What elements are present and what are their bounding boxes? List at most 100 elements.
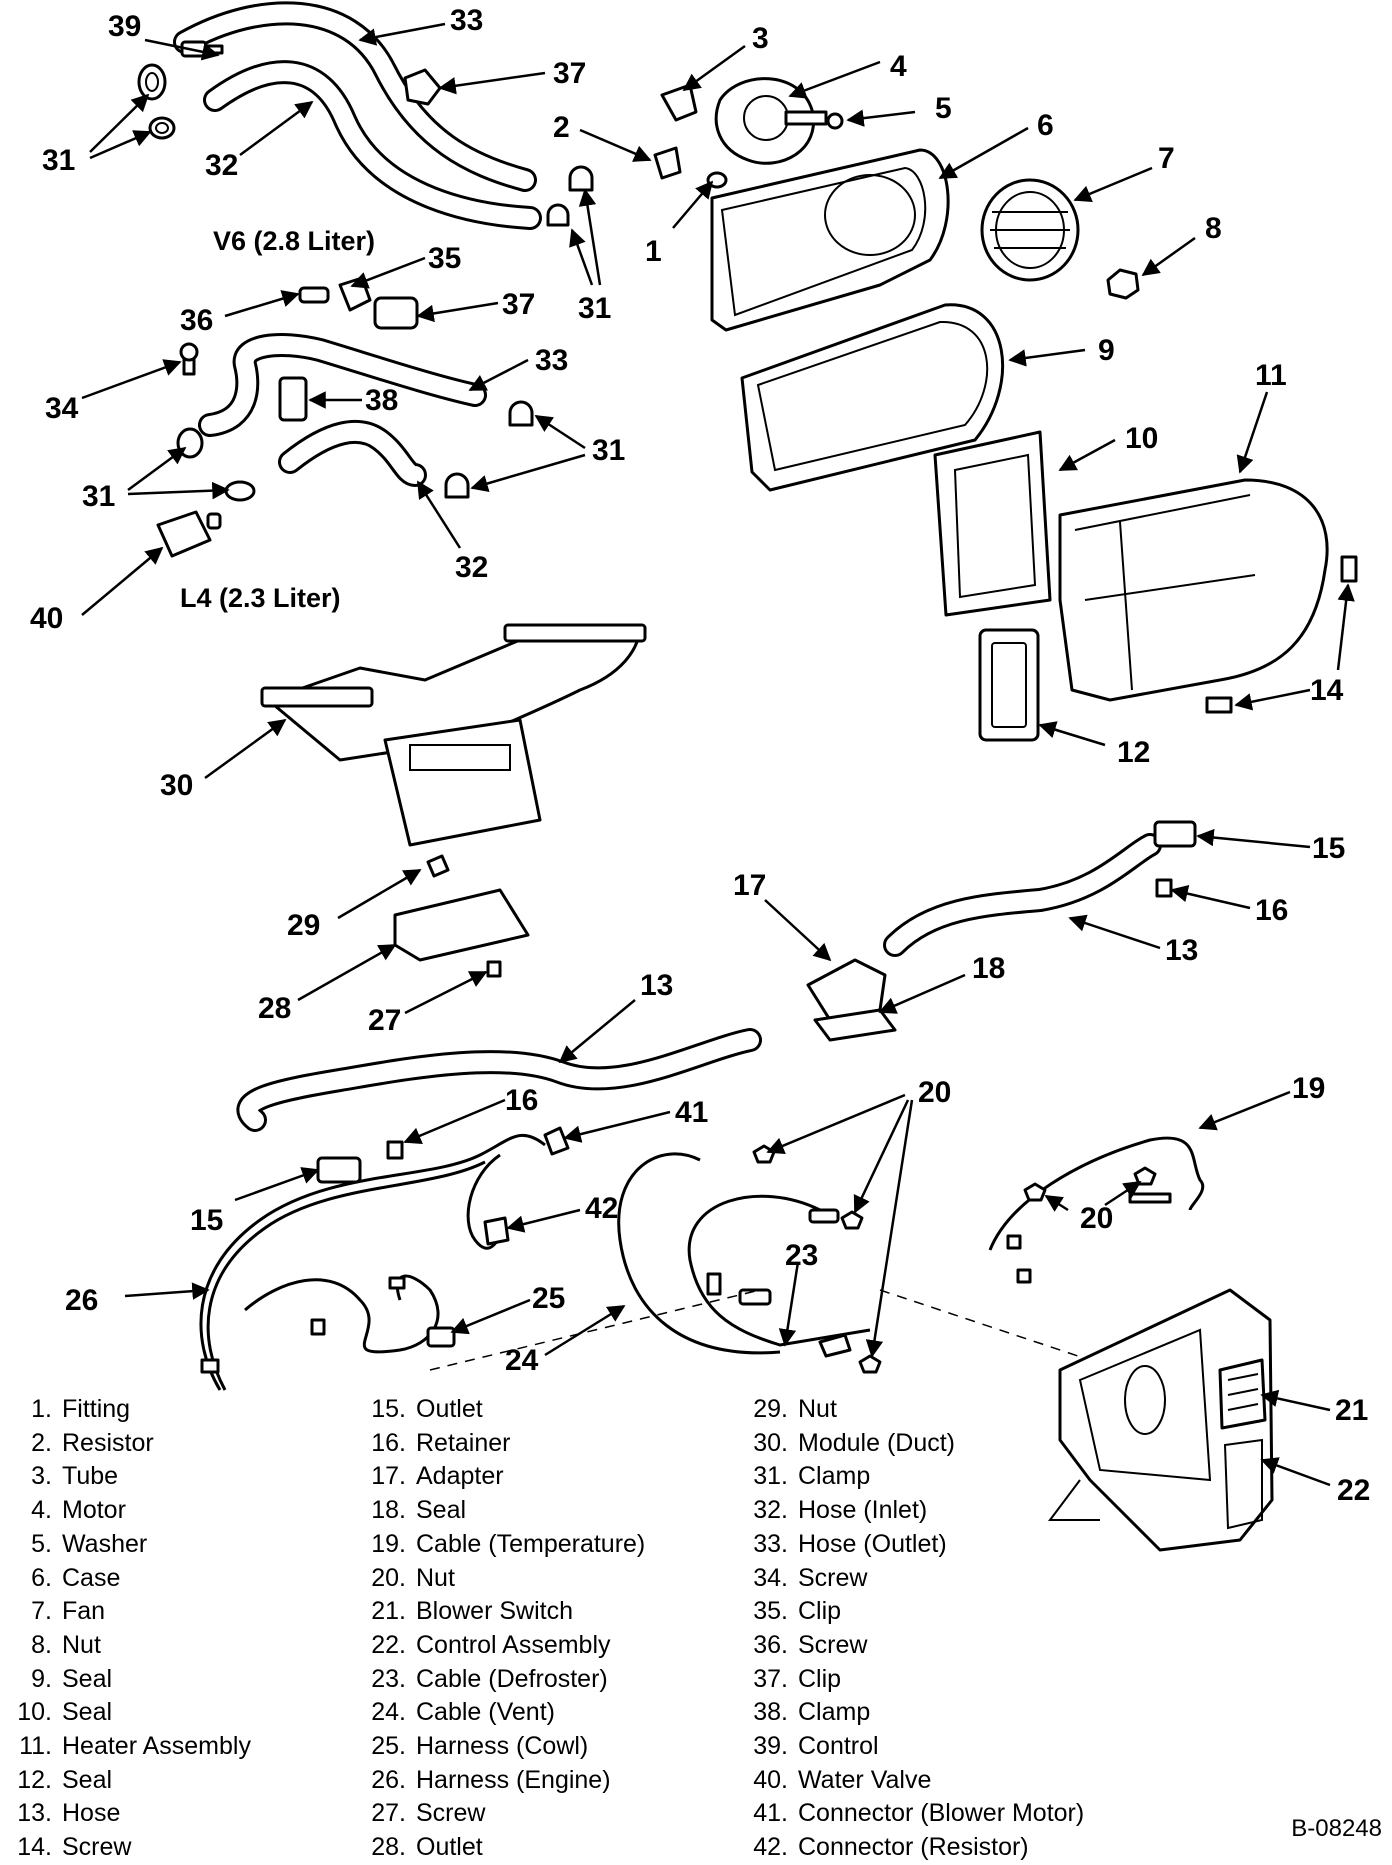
legend-item-name: Hose (Outlet) (798, 1529, 947, 1558)
callout-cable-defroster: 23 (785, 1239, 818, 1272)
outlet-28 (393, 888, 530, 962)
screw-27 (486, 960, 502, 978)
legend-item-name: Heater Assembly (62, 1732, 251, 1761)
legend-item: 11. Heater Assembly (0, 1730, 251, 1764)
legend-item-name: Clamp (798, 1698, 871, 1727)
callout-v6-hose-inlet: 32 (205, 149, 238, 182)
motor (714, 77, 815, 165)
legend-item-number: 6. (31, 1563, 52, 1592)
legend-item-number: 5. (31, 1529, 52, 1558)
legend-item-name: Screw (416, 1799, 486, 1828)
legend-item: 18.Seal (354, 1494, 645, 1528)
callout-nut-20-a: 20 (918, 1076, 951, 1109)
callout-motor: 4 (890, 50, 907, 83)
legend-item-number: 27. (371, 1799, 406, 1828)
callout-harness-engine: 26 (65, 1284, 98, 1317)
legend-item: 38.Clamp (736, 1696, 1084, 1730)
adapter (806, 958, 887, 1022)
l4-hose-assembly (156, 276, 534, 558)
legend-item: 12.Seal (0, 1764, 251, 1798)
legend-item: 19.Cable (Temperature) (354, 1528, 645, 1562)
callout-nut-29: 29 (287, 909, 320, 942)
control-cables (617, 1136, 1205, 1374)
legend-item-number: 34. (753, 1563, 788, 1592)
callout-l4-clamp-right: 31 (592, 434, 625, 467)
legend-item-number: 42. (753, 1833, 788, 1862)
callout-nut-20-b: 20 (1080, 1202, 1113, 1235)
callout-screw-14: 14 (1310, 674, 1344, 707)
legend-item-number: 33. (753, 1529, 788, 1558)
callout-cable-temperature: 19 (1292, 1072, 1325, 1105)
v6-clamp-right-a (568, 165, 594, 192)
heater-assembly (1058, 478, 1329, 702)
legend-item-name: Clip (798, 1597, 842, 1626)
callout-l4-hose-outlet: 33 (535, 344, 568, 377)
legend-item-number: 37. (753, 1664, 788, 1693)
legend-item-name: Resistor (62, 1428, 154, 1457)
legend-item-number: 3. (31, 1462, 52, 1491)
legend-item: 41.Connector (Blower Motor) (736, 1797, 1084, 1831)
callout-outlet-15-right: 15 (1312, 832, 1345, 865)
v6-clamp-right-b (546, 203, 570, 227)
legend-item-number: 22. (371, 1630, 406, 1659)
connector-blower (543, 1126, 570, 1156)
legend-item-name: Seal (416, 1496, 467, 1525)
legend-item-name: Water Valve (798, 1765, 932, 1794)
legend-item-name: Clamp (798, 1462, 871, 1491)
callout-heater-assembly: 11 (1255, 359, 1287, 392)
legend-item-number: 31. (753, 1462, 788, 1491)
legend-item-name: Harness (Engine) (416, 1765, 611, 1794)
nut-20-a (752, 1144, 776, 1164)
v6-clamp-left-a (137, 63, 167, 101)
legend-item-number: 4. (31, 1496, 52, 1525)
callout-connector-blower: 41 (675, 1096, 708, 1129)
legend-item-number: 17. (371, 1462, 406, 1491)
legend-item: 30.Module (Duct) (736, 1427, 1084, 1461)
legend-item-number: 11. (19, 1732, 52, 1761)
legend-item-name: Fitting (62, 1395, 131, 1423)
callout-labels: 39 33 37 31 32 31 35 36 37 34 33 38 31 3… (30, 4, 1370, 1507)
legend-item: 24.Cable (Vent) (354, 1696, 645, 1730)
nut (1106, 268, 1140, 300)
callout-hose-13-left: 13 (640, 969, 673, 1002)
l4-clamp-right-a (508, 400, 534, 427)
legend-item-name: Control (798, 1732, 879, 1761)
callout-v6-clamp-left: 31 (42, 144, 75, 177)
legend-item: 8.Nut (0, 1629, 251, 1663)
callout-cable-vent: 24 (505, 1344, 539, 1377)
v6-hose-assembly (137, 1, 594, 230)
callout-nut: 8 (1205, 212, 1222, 245)
callout-l4-clip2: 37 (502, 288, 535, 321)
l4-screw (298, 286, 330, 304)
legend-item: 42.Connector (Resistor) (736, 1831, 1084, 1865)
legend-item: 20.Nut (354, 1562, 645, 1596)
legend-item: 15.Outlet (354, 1393, 645, 1427)
legend-item: 33. Hose (Outlet) (736, 1528, 1084, 1562)
resistor (653, 146, 682, 180)
callout-v6-clip: 37 (553, 57, 586, 90)
callout-v6-control: 39 (108, 10, 141, 43)
legend-item-name: Blower Switch (416, 1597, 573, 1626)
legend-item: 10.Seal (0, 1696, 251, 1730)
engine-label-l4: L4 (2.3 Liter) (180, 583, 341, 613)
legend-item-number: 29. (753, 1395, 788, 1423)
legend-item: 40.Water Valve (736, 1764, 1084, 1798)
legend-item-name: Screw (798, 1563, 868, 1592)
legend-item: 21.Blower Switch (354, 1595, 645, 1629)
legend-item-name: Cable (Defroster) (416, 1664, 608, 1693)
seal-12 (978, 628, 1040, 742)
callout-adapter: 17 (733, 869, 766, 902)
callout-outlet-28: 28 (258, 992, 291, 1025)
screw-14-a (1340, 555, 1358, 583)
legend-item-number: 39. (753, 1732, 788, 1761)
legend-item: 27. Screw (354, 1797, 645, 1831)
callout-l4-clamp: 38 (365, 384, 398, 417)
callout-fitting: 1 (645, 235, 662, 268)
legend-item: 14.Screw (0, 1831, 251, 1865)
legend-item-number: 12. (17, 1765, 52, 1794)
l4-water-valve (156, 510, 212, 558)
legend-item: 36.Screw (736, 1629, 1084, 1663)
